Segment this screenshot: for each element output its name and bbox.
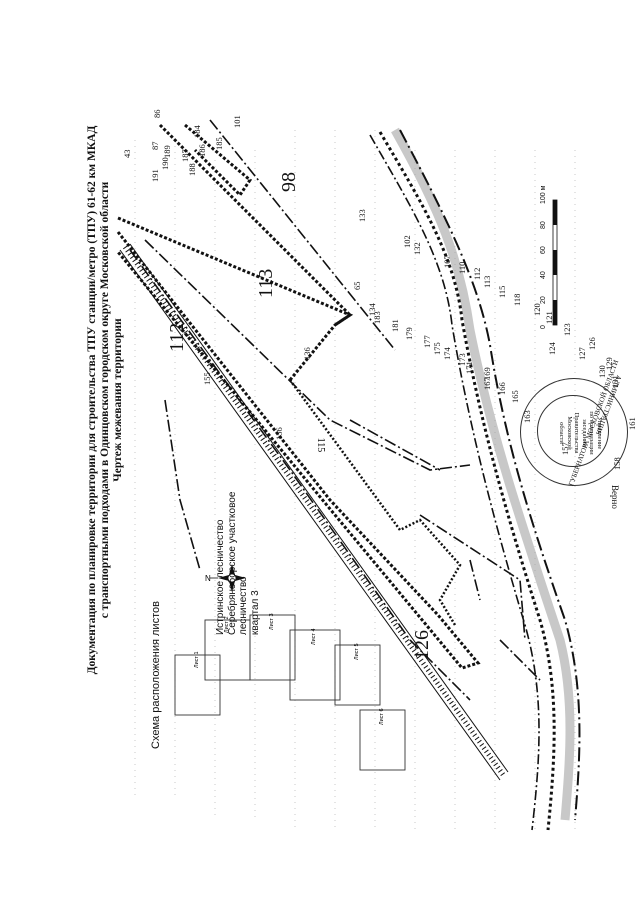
- forest-line-4: квартал 3: [249, 590, 261, 635]
- compass-north-label: N: [205, 574, 211, 583]
- scale-bar: [552, 199, 558, 326]
- quarter-label-113: 113: [255, 269, 277, 298]
- point-label: 112: [472, 268, 482, 280]
- point-label: 121: [544, 311, 554, 324]
- point-label: 173: [457, 353, 467, 366]
- point-label: 181: [390, 319, 400, 332]
- scale-bar-label: 0: [540, 325, 547, 329]
- title-line-1: Документация по планировке территории дл…: [86, 125, 98, 675]
- forest-line-2: Серебряноборское участковое: [226, 491, 238, 635]
- seal-center-line: Московской: [566, 416, 573, 450]
- scale-bar-label: 60: [540, 246, 547, 254]
- point-label: 101: [232, 115, 242, 128]
- point-label: 179: [404, 327, 414, 340]
- point-label: 161: [627, 417, 637, 430]
- quarter-label-126: 126: [411, 630, 433, 660]
- point-label: 134: [367, 303, 377, 317]
- point-label: 171: [464, 361, 474, 374]
- compass-rose: [210, 564, 246, 592]
- point-label: 189: [162, 145, 172, 158]
- point-label: 188: [187, 163, 197, 176]
- point-label: 129: [604, 357, 614, 370]
- legend-sheet-5: [334, 644, 381, 706]
- scale-bar-label: 100 м: [540, 185, 547, 204]
- forest-line-3: лесничество: [238, 576, 249, 635]
- point-label: 86: [152, 110, 162, 119]
- legend-title: Схема расположения листов: [150, 590, 166, 760]
- point-label: 65: [352, 282, 362, 291]
- legend-sheet-label: Лист 2: [224, 616, 230, 633]
- point-label: 127: [577, 347, 587, 360]
- point-label: 107: [442, 255, 452, 268]
- legend-sheets: [174, 614, 406, 771]
- highway: [369, 127, 581, 831]
- legend-sheet-label: Лист 6: [379, 708, 385, 725]
- point-label: 130: [597, 365, 607, 378]
- point-label: 165: [510, 390, 520, 403]
- point-label: 177: [422, 335, 432, 348]
- point-label: 184: [192, 125, 202, 139]
- title-line-2: с транспортными подходами в Одинцовском …: [99, 181, 111, 619]
- point-label: 169: [482, 367, 492, 380]
- legend-sheet-4: [289, 629, 341, 701]
- point-label: 187: [180, 149, 190, 162]
- point-label: 183: [372, 311, 382, 324]
- point-label: 110: [457, 262, 467, 274]
- legend-sheet-label: Лист 3: [269, 613, 275, 630]
- point-label: 155: [202, 372, 212, 385]
- point-label: 118: [512, 294, 522, 306]
- legend-title-text: Схема расположения листов: [150, 601, 162, 749]
- point-label: 167: [482, 377, 492, 390]
- point-label: 174: [442, 347, 452, 361]
- title-line-3: Чертеж межевания территории: [112, 318, 124, 482]
- point-label: 136: [302, 347, 312, 360]
- certified-mark-text: Верно: [610, 485, 620, 509]
- scale-bar-label: 40: [540, 271, 547, 279]
- legend-sheet-6: [359, 709, 406, 771]
- point-label: 191: [150, 169, 160, 182]
- point-label: 132: [412, 242, 422, 255]
- point-label: 120: [532, 303, 542, 316]
- plot-boundary: [116, 123, 481, 670]
- railway-band: [119, 243, 509, 781]
- point-label: 186: [197, 144, 207, 157]
- seal-inner-ring: [537, 395, 609, 467]
- quarter-labels: 112 113 98 126: [166, 172, 433, 660]
- point-label: 115: [497, 286, 507, 298]
- point-label: 123: [562, 323, 572, 336]
- inner-strip: [288, 379, 462, 626]
- point-label: 126: [587, 337, 597, 350]
- certified-mark: Верно: [596, 485, 620, 517]
- red-lines: [129, 119, 541, 701]
- point-label: 131: [610, 375, 620, 388]
- forest-note: Истринское лесничество Серебряноборское …: [215, 455, 261, 635]
- legend-sheet-3: [249, 614, 296, 681]
- point-label: 87: [150, 142, 160, 151]
- forest-line-1: Истринское лесничество: [215, 519, 226, 635]
- document-title: Документация по планировке территории дл…: [86, 55, 124, 745]
- point-label: 156: [274, 427, 284, 440]
- point-label: 133: [357, 209, 367, 222]
- point-label: 102: [402, 235, 412, 248]
- legend-sheet-label: Лист 5: [354, 643, 360, 660]
- legend-sheet-label: Лист 1: [194, 651, 200, 668]
- point-label: 113: [482, 276, 492, 288]
- scale-bar-label: 20: [540, 296, 547, 304]
- point-label: 43: [122, 150, 132, 159]
- quarter-label-112: 112: [166, 323, 188, 352]
- point-label: 166: [497, 382, 507, 395]
- quarter-label-98: 98: [278, 172, 300, 192]
- seal-center-line: области: [558, 422, 566, 444]
- point-label: 175: [432, 342, 442, 355]
- point-label: 190: [160, 157, 170, 170]
- legend-sheet-label: Лист 4: [311, 628, 317, 645]
- legend-sheet-1: [174, 654, 221, 716]
- point-label: 124: [547, 342, 557, 356]
- scale-bar-labels: 0 20 40 60 80 100 м: [540, 185, 547, 329]
- point-label: 185: [214, 137, 224, 150]
- scale-bar-label: 80: [540, 221, 547, 229]
